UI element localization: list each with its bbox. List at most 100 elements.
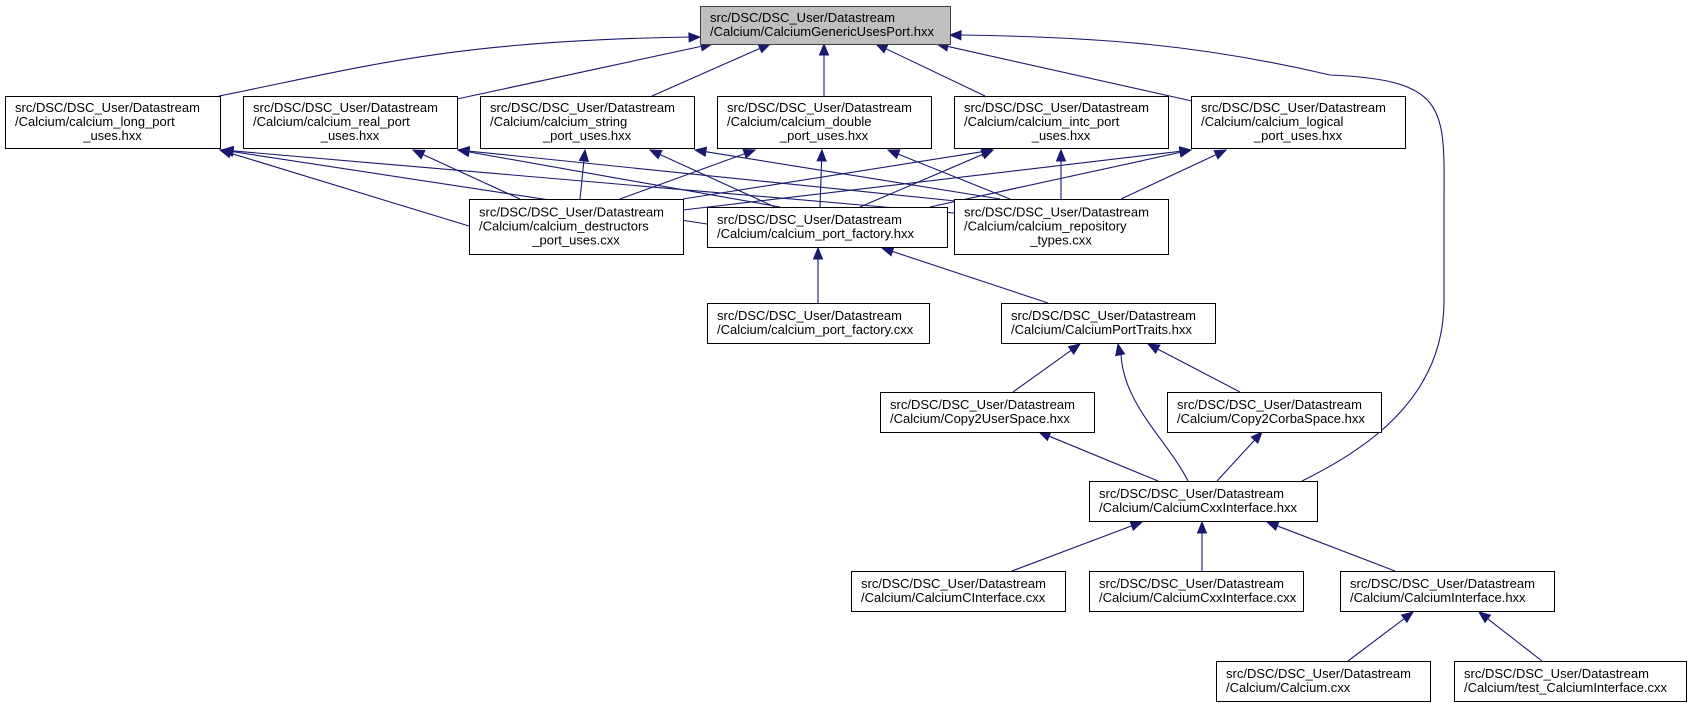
arrow-head-icon	[757, 43, 772, 54]
node-intc-port-uses[interactable]: src/DSC/DSC_User/Datastream/Calcium/calc…	[954, 96, 1169, 149]
node-box[interactable]	[1089, 571, 1304, 612]
edge-line	[946, 45, 1193, 102]
arrow-head-icon	[818, 42, 830, 56]
nodes-layer: src/DSC/DSC_User/Datastream/Calcium/Calc…	[5, 6, 1687, 702]
edge-cxx_interface_hxx-to-root	[948, 30, 1445, 482]
node-label-line: src/DSC/DSC_User/Datastream	[717, 308, 902, 323]
node-label-line: /Calcium/calcium_intc_port	[964, 114, 1120, 129]
arrow-head-icon	[456, 145, 470, 157]
node-box[interactable]	[1216, 661, 1431, 702]
edge-cxx_interface_hxx-to-copy2corba	[1216, 431, 1263, 482]
edge-line	[1012, 349, 1073, 393]
node-label-line: src/DSC/DSC_User/Datastream	[490, 100, 675, 115]
node-copy2user[interactable]: src/DSC/DSC_User/Datastream/Calcium/Copy…	[880, 392, 1095, 433]
edge-calcium_interface_hxx-to-cxx_interface_hxx	[1265, 521, 1396, 572]
node-label-line: /Calcium/CalciumCxxInterface.hxx	[1099, 500, 1297, 515]
arrow-head-icon	[812, 246, 824, 260]
edge-line	[1156, 348, 1241, 393]
edge-line	[682, 151, 984, 200]
arrow-head-icon	[1265, 521, 1280, 532]
node-long-port-uses[interactable]: src/DSC/DSC_User/Datastream/Calcium/calc…	[5, 96, 221, 149]
arrow-head-icon	[1178, 147, 1193, 158]
node-port-factory-hxx[interactable]: src/DSC/DSC_User/Datastream/Calcium/calc…	[707, 207, 948, 248]
edge-line	[218, 36, 690, 97]
node-label-line: /Calcium/calcium_port_factory.hxx	[717, 226, 914, 241]
node-c-interface-cxx[interactable]: src/DSC/DSC_User/Datastream/Calcium/Calc…	[851, 571, 1066, 612]
arrow-head-icon	[816, 148, 827, 162]
node-string-port-uses[interactable]: src/DSC/DSC_User/Datastream/Calcium/calc…	[480, 96, 695, 149]
node-label-line: src/DSC/DSC_User/Datastream	[1464, 666, 1649, 681]
node-cxx-interface-hxx[interactable]: src/DSC/DSC_User/Datastream/Calcium/Calc…	[1089, 481, 1318, 522]
edge-line	[421, 153, 521, 200]
edge-line	[658, 153, 776, 208]
node-test-interface[interactable]: src/DSC/DSC_User/Datastream/Calcium/test…	[1454, 661, 1687, 702]
arrow-head-icon	[688, 32, 702, 43]
node-root[interactable]: src/DSC/DSC_User/Datastream/Calcium/Calc…	[700, 6, 951, 45]
node-repository-types[interactable]: src/DSC/DSC_User/Datastream/Calcium/calc…	[954, 199, 1169, 255]
edge-destructors_port_uses-to-double_port_uses	[619, 148, 757, 200]
arrow-head-icon	[742, 148, 757, 159]
edge-line	[897, 153, 1011, 200]
node-real-port-uses[interactable]: src/DSC/DSC_User/Datastream/Calcium/calc…	[243, 96, 458, 149]
node-label-line: /Calcium/calcium_port_factory.cxx	[717, 322, 914, 337]
node-box[interactable]	[1191, 96, 1406, 149]
edges-layer	[218, 30, 1543, 662]
node-label-line: src/DSC/DSC_User/Datastream	[727, 100, 912, 115]
node-box[interactable]	[851, 571, 1066, 612]
node-box[interactable]	[1089, 481, 1318, 522]
node-box[interactable]	[1001, 303, 1216, 344]
node-port-traits[interactable]: src/DSC/DSC_User/Datastream/Calcium/Calc…	[1001, 303, 1216, 344]
edge-line	[704, 151, 1001, 200]
node-box[interactable]	[480, 96, 695, 149]
edge-cxx_interface_cxx-to-cxx_interface_hxx	[1196, 520, 1208, 571]
arrow-head-icon	[1213, 149, 1228, 160]
node-box[interactable]	[707, 303, 930, 344]
node-label-line: src/DSC/DSC_User/Datastream	[861, 576, 1046, 591]
edge-line	[819, 159, 823, 208]
node-box[interactable]	[243, 96, 458, 149]
arrow-head-icon	[1400, 611, 1415, 624]
edge-line	[1347, 617, 1406, 662]
arrow-head-icon	[578, 148, 590, 162]
node-double-port-uses[interactable]: src/DSC/DSC_User/Datastream/Calcium/calc…	[717, 96, 932, 149]
node-box[interactable]	[1167, 392, 1382, 433]
node-port-factory-cxx[interactable]: src/DSC/DSC_User/Datastream/Calcium/calc…	[707, 303, 930, 344]
node-box[interactable]	[717, 96, 932, 149]
node-label-line: /Calcium/Calcium.cxx	[1226, 680, 1351, 695]
edge-repository_types-to-long_port_uses	[220, 145, 955, 214]
edge-long_port_uses-to-root	[218, 32, 702, 97]
node-label-line: _uses.hxx	[82, 128, 142, 143]
arrow-head-icon	[1115, 342, 1126, 357]
node-label-line: src/DSC/DSC_User/Datastream	[1226, 666, 1411, 681]
edge-line	[1120, 353, 1189, 482]
node-label-line: /Calcium/CalciumGenericUsesPort.hxx	[710, 24, 934, 39]
node-label-line: /Calcium/CalciumInterface.hxx	[1350, 590, 1526, 605]
node-label-line: src/DSC/DSC_User/Datastream	[1201, 100, 1386, 115]
edge-string_port_uses-to-root	[651, 43, 772, 97]
node-box[interactable]	[880, 392, 1095, 433]
edge-copy2corba-to-port_traits	[1146, 343, 1241, 393]
node-box[interactable]	[1454, 661, 1687, 702]
node-destructors-port-uses[interactable]: src/DSC/DSC_User/Datastream/Calcium/calc…	[469, 199, 684, 255]
arrow-head-icon	[648, 149, 663, 160]
arrow-head-icon	[1055, 148, 1067, 162]
node-box[interactable]	[1340, 571, 1555, 612]
node-box[interactable]	[707, 207, 948, 248]
edge-port_factory_hxx-to-string_port_uses	[648, 149, 776, 208]
node-cxx-interface-cxx[interactable]: src/DSC/DSC_User/Datastream/Calcium/Calc…	[1089, 571, 1304, 612]
arrow-head-icon	[1196, 520, 1208, 534]
edge-port_factory_hxx-to-logical_port_uses	[929, 147, 1193, 208]
node-box[interactable]	[954, 96, 1169, 149]
node-calcium-cxx[interactable]: src/DSC/DSC_User/Datastream/Calcium/Calc…	[1216, 661, 1431, 702]
arrow-head-icon	[220, 145, 234, 157]
node-box[interactable]	[700, 6, 951, 45]
node-box[interactable]	[5, 96, 221, 149]
node-logical-port-uses[interactable]: src/DSC/DSC_User/Datastream/Calcium/calc…	[1191, 96, 1406, 149]
node-calcium-interface-hxx[interactable]: src/DSC/DSC_User/Datastream/Calcium/Calc…	[1340, 571, 1555, 612]
node-copy2corba[interactable]: src/DSC/DSC_User/Datastream/Calcium/Copy…	[1167, 392, 1382, 433]
node-box[interactable]	[954, 199, 1169, 255]
edge-line	[891, 250, 1049, 304]
node-label-line: _port_uses.cxx	[531, 233, 620, 248]
node-box[interactable]	[469, 199, 684, 255]
node-label-line: /Calcium/Copy2UserSpace.hxx	[890, 411, 1070, 426]
